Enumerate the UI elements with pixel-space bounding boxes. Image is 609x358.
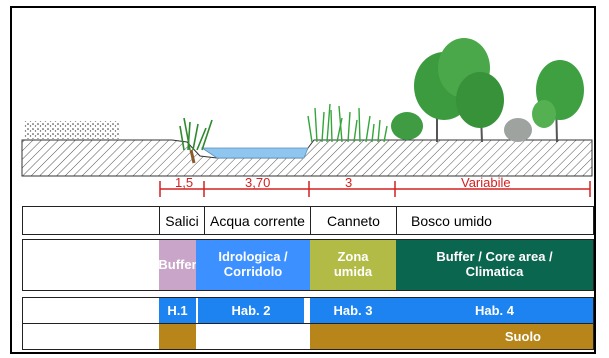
function-idrologica: Idrologica / Corridolo [196, 240, 310, 290]
hab-code-2: Hab. 2 [198, 298, 304, 323]
diagram-frame [10, 6, 596, 354]
dimension-label-salici: 1,5 [175, 175, 194, 190]
habitat-names-row: Salici Acqua corrente Canneto Bosco umid… [22, 206, 594, 235]
habitat-bosco-umido: Bosco umido [396, 207, 506, 234]
reed-bed [307, 103, 388, 143]
function-idrologica-line1: Idrologica / [218, 249, 288, 265]
soil-block-main: Suolo [310, 324, 593, 349]
function-bosco-line1: Buffer / Core area / [436, 249, 553, 265]
function-zona-line2: umida [333, 264, 373, 279]
function-zona-umida: Zona umida [310, 240, 396, 290]
willow-shrubs [179, 117, 213, 164]
function-zona-line1: Zona [337, 249, 369, 265]
hab-code-3: Hab. 3 [310, 298, 396, 323]
dimension-label-canneto: 3 [345, 175, 353, 190]
water-channel [200, 147, 309, 159]
function-buffer: Buffer [158, 240, 197, 290]
riverbank-cross-section [21, 38, 593, 197]
wet-woodland [391, 38, 584, 143]
habitat-canneto: Canneto [310, 207, 396, 234]
dimension-line [159, 181, 591, 197]
habitat-salici: Salici [159, 207, 204, 234]
dimension-label-acqua: 3,70 [245, 175, 271, 190]
soil-label: Suolo [504, 329, 541, 344]
function-bosco: Buffer / Core area / Climatica [396, 240, 593, 290]
hab-code-4: Hab. 4 [396, 298, 593, 323]
dimension-label-bosco: Variabile [461, 175, 511, 190]
habitat-codes-row: H.1 Hab. 2 Hab. 3 Hab. 4 [22, 297, 594, 324]
habitat-acqua-corrente: Acqua corrente [204, 207, 310, 234]
functions-row: Buffer Idrologica / Corridolo Zona umida… [22, 239, 594, 291]
function-idrologica-line2: Corridolo [223, 264, 283, 279]
soil-block-buffer [159, 324, 196, 349]
ground-profile [21, 139, 593, 177]
soil-row: Suolo [22, 324, 594, 350]
gravel-surface [24, 121, 120, 139]
hab-code-1: H.1 [159, 298, 196, 323]
function-buffer-label: Buffer [158, 256, 197, 272]
function-bosco-line2: Climatica [465, 264, 524, 279]
